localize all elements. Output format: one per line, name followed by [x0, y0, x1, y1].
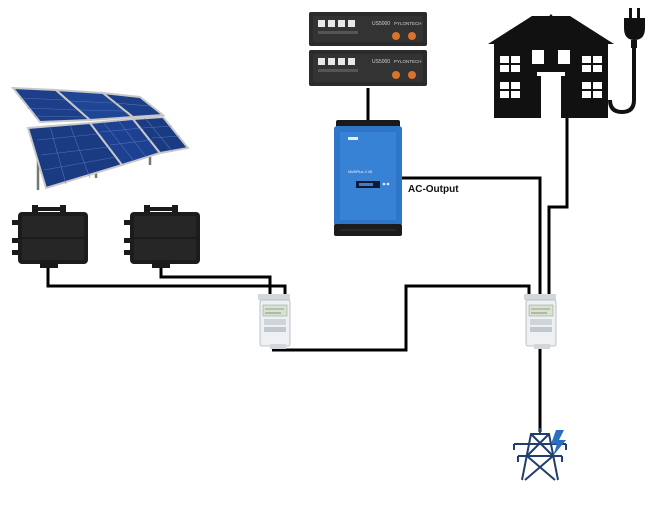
- battery-brand-label: PYLONTECH: [394, 21, 422, 26]
- energy-meter-icon: [258, 294, 291, 349]
- ac-output-label: AC-Output: [408, 184, 459, 195]
- battery-model-label: US5000: [372, 59, 390, 65]
- battery-model-label: US5000: [372, 21, 390, 27]
- wire-ac-output: [398, 176, 542, 300]
- house-icon: [488, 14, 614, 118]
- wire-meter1-meter2: [272, 284, 531, 352]
- inverter-model-label: MultiPlus-II 48: [348, 170, 372, 174]
- microinverter-icon: [12, 205, 88, 268]
- lightning-icon: [551, 430, 566, 456]
- battery-icon: US5000 PYLONTECH US5000 PYLONTECH: [309, 12, 427, 86]
- energy-meter-icon: [524, 294, 557, 349]
- solar-panel-icon: [10, 86, 190, 190]
- power-pylon-icon: [513, 428, 567, 481]
- wire-house-meter2: [547, 118, 569, 300]
- inverter-icon: MultiPlus-II 48: [334, 120, 402, 236]
- microinverter-icon: [124, 205, 200, 268]
- battery-brand-label: PYLONTECH: [394, 59, 422, 64]
- wires: [46, 88, 569, 432]
- wire-micro2-meter1: [159, 267, 272, 300]
- wire-micro1-meter1: [46, 267, 287, 300]
- plug-icon: [608, 8, 645, 115]
